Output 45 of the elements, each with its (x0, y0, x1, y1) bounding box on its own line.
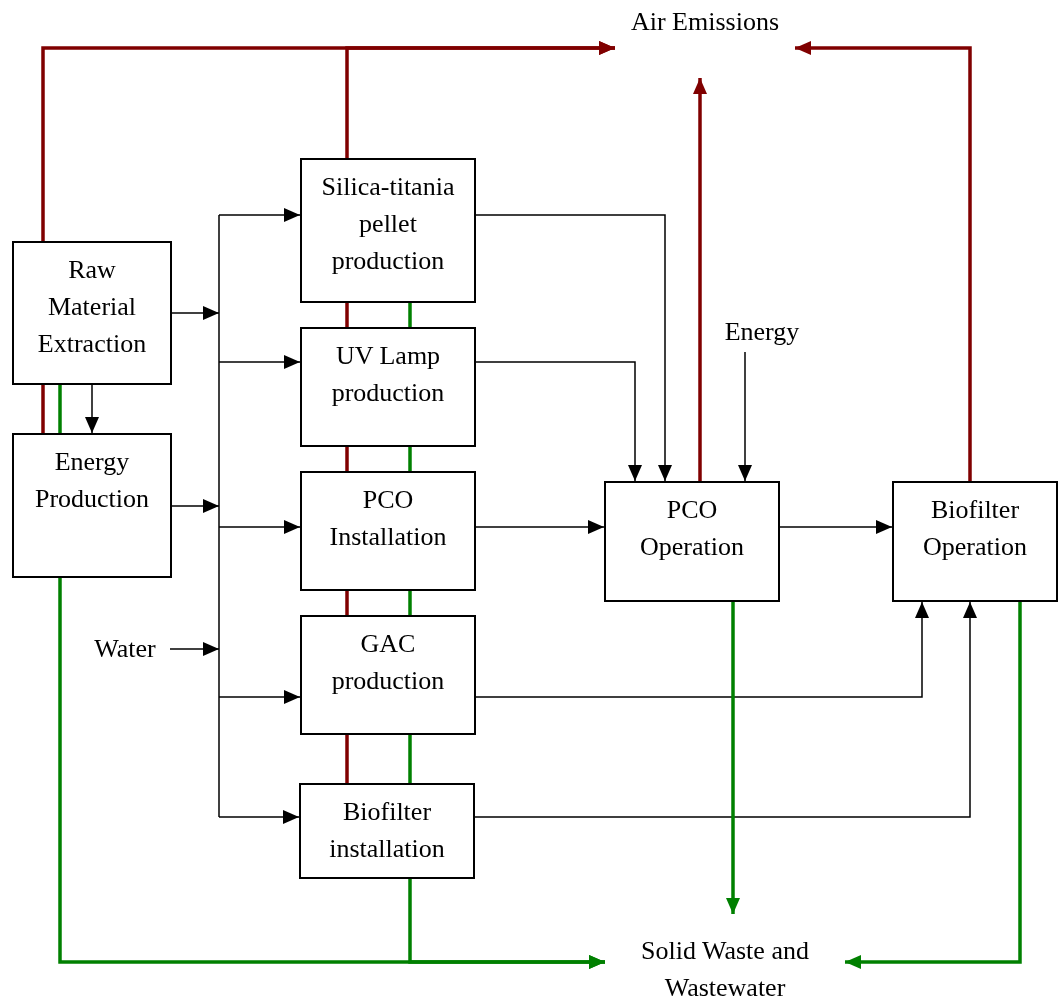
flow-label: Air Emissions (630, 6, 780, 38)
process-box (604, 481, 780, 602)
flow-label: Water (94, 633, 156, 665)
connector-arrow (779, 520, 893, 534)
connector-arrow (475, 520, 605, 534)
connector-arrow (726, 602, 740, 914)
process-box (12, 241, 172, 385)
box-label: PCO Operation (639, 494, 745, 563)
connector-arrow (218, 520, 301, 534)
connector-arrow (171, 499, 220, 513)
box-label: PCO Installation (328, 484, 448, 553)
process-box (300, 327, 476, 447)
connector-arrow (218, 208, 301, 222)
process-box (300, 471, 476, 591)
connector-line (218, 214, 220, 818)
connector-arrow (218, 810, 300, 824)
connector-arrow (475, 361, 642, 482)
box-label: Raw Material Extraction (36, 254, 148, 360)
flow-label: Solid Waste and Wastewater (640, 935, 810, 1004)
connector-arrow (738, 351, 752, 482)
box-label: UV Lamp production (330, 340, 446, 409)
connector-arrow (171, 306, 220, 320)
process-box (299, 783, 475, 879)
box-label: Biofilter Operation (922, 494, 1028, 563)
connector-arrow (85, 384, 99, 434)
connector-arrow (474, 601, 977, 818)
connector-arrow (795, 41, 972, 481)
connector-arrow (693, 78, 707, 481)
connector-arrow (408, 879, 605, 969)
connector-arrow (845, 602, 1022, 969)
flow-label: Energy (724, 316, 800, 348)
box-label: Biofilter installation (328, 796, 446, 865)
box-label: Silica-titania pellet production (320, 171, 456, 277)
connector-arrow (475, 214, 672, 482)
connector-arrow (475, 601, 929, 698)
box-label: Energy Production (33, 446, 151, 515)
connector-arrow (218, 690, 301, 704)
connector-arrow (218, 355, 301, 369)
process-box (300, 615, 476, 735)
process-box (300, 158, 476, 303)
process-box (12, 433, 172, 578)
box-label: GAC production (330, 628, 446, 697)
process-box (892, 481, 1058, 602)
connector-arrow (169, 642, 220, 656)
connector-arrow (345, 41, 615, 158)
